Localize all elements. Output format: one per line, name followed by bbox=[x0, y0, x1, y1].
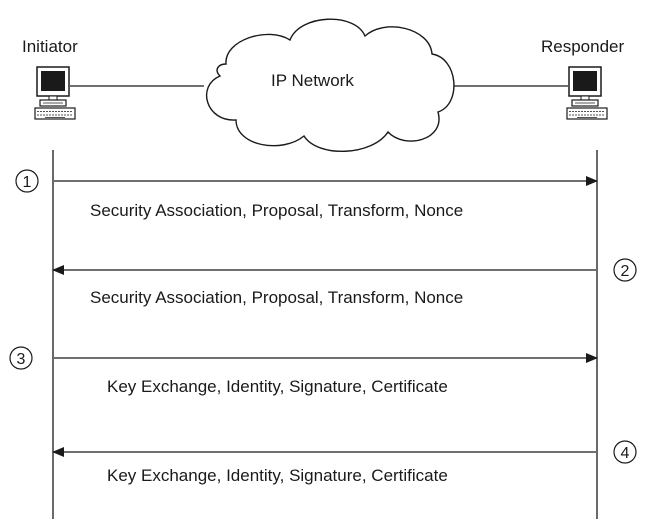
message-3: 3 Key Exchange, Identity, Signature, Cer… bbox=[9, 346, 598, 396]
message-1-label: Security Association, Proposal, Transfor… bbox=[90, 201, 463, 220]
step-4-number: 4 bbox=[621, 445, 630, 462]
message-4-label: Key Exchange, Identity, Signature, Certi… bbox=[107, 466, 448, 485]
message-2: 2 Security Association, Proposal, Transf… bbox=[52, 258, 637, 307]
step-2-badge bbox=[613, 258, 637, 282]
step-1-badge bbox=[15, 169, 39, 193]
ip-network-cloud bbox=[205, 18, 455, 153]
initiator-label: Initiator bbox=[22, 37, 78, 56]
message-4: 4 Key Exchange, Identity, Signature, Cer… bbox=[52, 440, 637, 485]
step-1-number: 1 bbox=[23, 174, 32, 191]
step-4-badge bbox=[613, 440, 637, 464]
initiator-computer-icon bbox=[34, 66, 76, 120]
message-2-label: Security Association, Proposal, Transfor… bbox=[90, 288, 463, 307]
step-3-number: 3 bbox=[17, 351, 26, 368]
message-3-label: Key Exchange, Identity, Signature, Certi… bbox=[107, 377, 448, 396]
step-2-number: 2 bbox=[621, 263, 630, 280]
message-1: 1 Security Association, Proposal, Transf… bbox=[15, 169, 598, 220]
responder-label: Responder bbox=[541, 37, 625, 56]
ip-network-label: IP Network bbox=[271, 71, 354, 90]
responder-computer-icon bbox=[566, 66, 608, 120]
step-3-badge bbox=[9, 346, 33, 370]
